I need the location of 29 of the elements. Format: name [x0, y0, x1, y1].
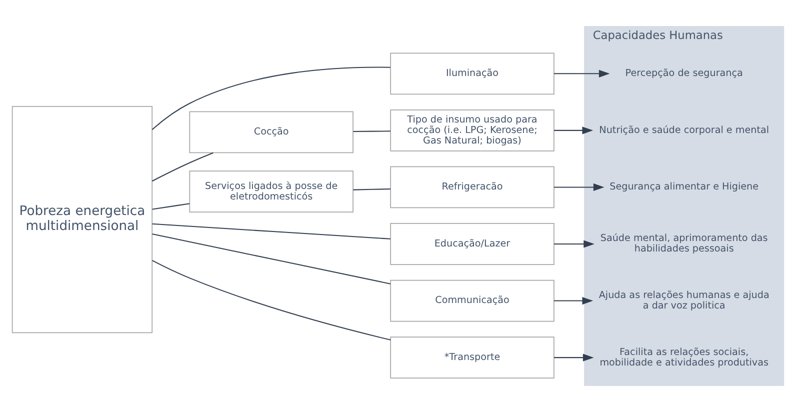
arrow — [554, 240, 594, 248]
node-text: Segurança alimentar e Higiene — [610, 181, 759, 192]
arrow — [554, 353, 594, 361]
connector — [152, 259, 391, 340]
connector — [353, 188, 390, 190]
connector — [152, 202, 190, 210]
node-text: Percepção de segurança — [625, 68, 743, 79]
node-box: Communicação — [390, 279, 554, 322]
node-text: Facilita as relações sociais, mobilidade e atividades produtivas — [600, 346, 768, 368]
arrow — [554, 182, 604, 191]
node-box: Cocção — [189, 110, 354, 153]
node-text: Saúde mental, aprimoramento das habilidades pessoais — [600, 232, 768, 254]
connector — [152, 233, 390, 284]
connector — [152, 152, 214, 182]
node-box: Educação/Lazer — [390, 222, 554, 264]
connector — [152, 66, 390, 130]
node-text: Ajuda as relações humanas e ajuda a dar voz politica — [598, 289, 770, 311]
connector — [353, 130, 390, 132]
node-box: Iluminação — [390, 52, 554, 94]
node-box: *Transporte — [390, 336, 554, 378]
node-box: Refrigeracão — [390, 166, 554, 208]
node-box: Pobreza energetica multidimensional — [12, 105, 153, 333]
arrow — [554, 296, 594, 304]
node-box: Tipo de insumo usado para cocção (i.e. LPG; Kerosene; Gas Natural; biogas) — [390, 108, 554, 151]
arrow — [554, 69, 610, 77]
connector — [152, 222, 390, 239]
node-box: Serviços ligados à posse de eletrodomesticós — [189, 170, 354, 212]
node-text: Nutrição e saúde corporal e mental — [599, 124, 770, 136]
arrow — [554, 126, 594, 134]
